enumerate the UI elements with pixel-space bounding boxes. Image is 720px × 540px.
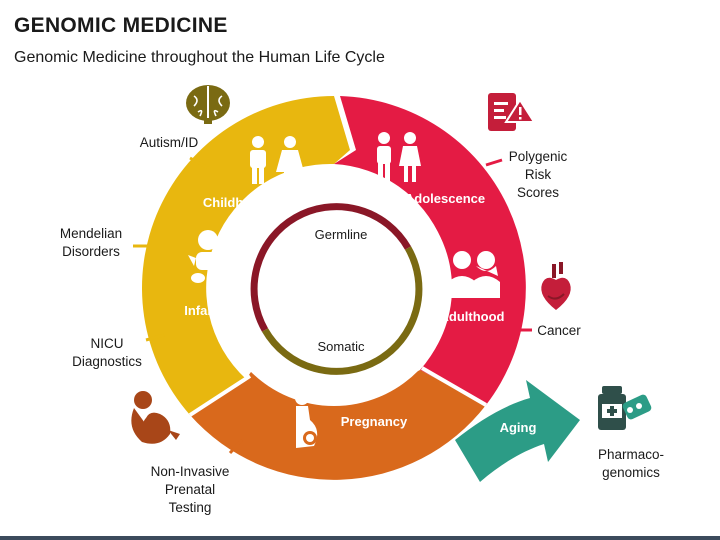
pill-bottle-icon bbox=[598, 386, 652, 430]
brain-icon bbox=[186, 85, 230, 124]
tick-prs bbox=[485, 158, 503, 167]
germline-arc bbox=[250, 203, 412, 332]
stage-label-pregnancy: Pregnancy bbox=[341, 414, 408, 429]
adults-icon bbox=[448, 251, 500, 298]
fetus-icon bbox=[131, 391, 180, 444]
callout-nipt: Non-Invasive Prenatal Testing bbox=[150, 464, 230, 515]
stage-label-infancy: Infancy bbox=[184, 303, 230, 318]
ring-segment-childhood-infancy bbox=[141, 96, 350, 415]
tick-nicu bbox=[145, 333, 165, 342]
callout-cancer: Cancer bbox=[537, 323, 581, 338]
callout-pharmacogenomics: Pharmaco- genomics bbox=[597, 447, 665, 480]
aging-arrow bbox=[455, 380, 580, 482]
callout-polygenic-risk: Polygenic Risk Scores bbox=[508, 149, 568, 200]
callout-autism: Autism/ID bbox=[139, 135, 199, 150]
segment-divider bbox=[420, 366, 488, 407]
risk-report-icon bbox=[488, 93, 536, 131]
page-subtitle: Genomic Medicine throughout the Human Li… bbox=[14, 49, 385, 66]
tick-nipt bbox=[228, 438, 244, 455]
children-icon bbox=[250, 136, 304, 184]
page-title: GENOMIC MEDICINE bbox=[14, 14, 228, 37]
inner-label-somatic: Somatic bbox=[318, 339, 365, 354]
tick-autism bbox=[189, 156, 209, 170]
somatic-arc bbox=[261, 246, 423, 375]
stage-label-adolescence: Adolescence bbox=[405, 191, 485, 206]
bottom-bar bbox=[0, 536, 720, 540]
pregnant-woman-icon bbox=[295, 391, 318, 448]
teens-icon bbox=[377, 132, 421, 182]
stage-label-childhood: Childhood bbox=[203, 195, 267, 210]
stage-label-adulthood: Adulthood bbox=[440, 309, 505, 324]
segment-divider bbox=[188, 374, 252, 417]
callout-mendelian: Mendelian Disorders bbox=[59, 226, 123, 259]
inner-label-germline: Germline bbox=[315, 227, 368, 242]
stage-label-aging: Aging bbox=[500, 420, 537, 435]
heart-icon bbox=[541, 262, 571, 310]
callout-nicu: NICU Diagnostics bbox=[72, 336, 142, 369]
baby-icon bbox=[188, 230, 228, 283]
